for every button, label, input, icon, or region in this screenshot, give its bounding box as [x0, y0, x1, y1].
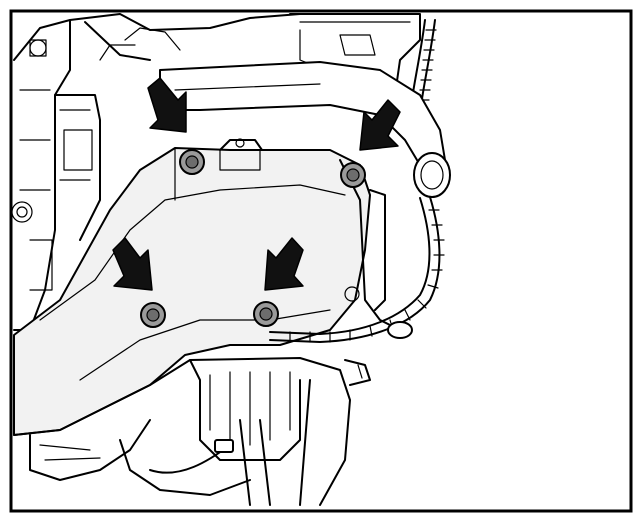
arrow-lower-left-icon [112, 237, 153, 291]
arrow-lower-center-icon [264, 237, 304, 291]
bolt-upper-right [340, 162, 366, 188]
oxygen-sensor-wire-bottom [269, 196, 445, 343]
oil-pan [13, 357, 371, 506]
arrow-upper-right-icon [359, 99, 401, 151]
figure-frame [9, 9, 633, 513]
arrow-upper-left-icon [147, 77, 187, 133]
bolt-lower-left [140, 302, 166, 328]
bolt-upper-left [179, 149, 205, 175]
exhaust-manifold [13, 138, 371, 436]
intake-pipe [159, 61, 451, 198]
bolt-lower-center [253, 301, 279, 327]
engine-block [11, 13, 421, 331]
